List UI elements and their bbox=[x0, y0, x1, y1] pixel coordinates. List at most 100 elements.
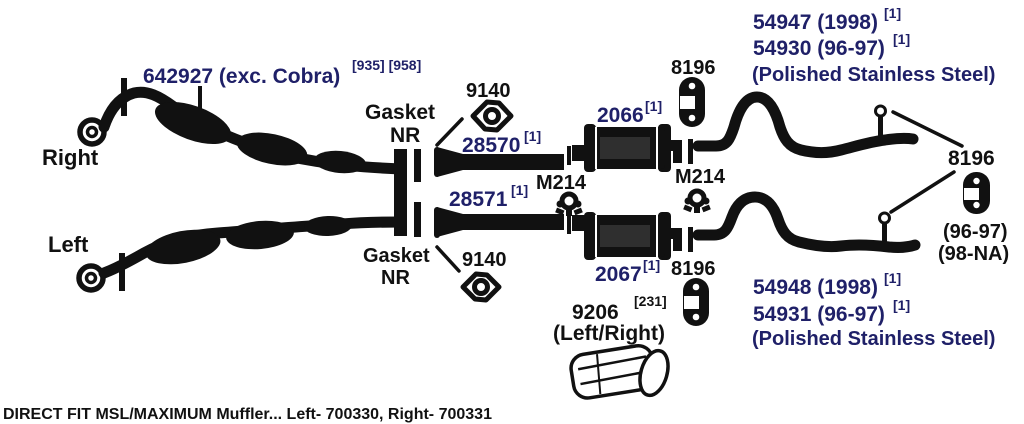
clamp-ring bbox=[559, 191, 579, 211]
clamp-stub bbox=[566, 208, 572, 216]
catalytic-converter-bulge bbox=[145, 229, 221, 265]
part-label-9140-top: 9140 bbox=[466, 80, 511, 102]
outlet-tick bbox=[688, 227, 693, 252]
right-exhaust-bank bbox=[77, 78, 407, 175]
clamp-label-m214-left: M214 bbox=[536, 172, 587, 194]
hanger-pin-ball bbox=[874, 104, 887, 118]
muffler-outlet bbox=[667, 140, 682, 151]
part-label-8196-top: 8196 bbox=[671, 57, 716, 79]
leader-line bbox=[889, 170, 956, 214]
pipe-body bbox=[463, 154, 564, 170]
part-label-54948-sup: [1] bbox=[884, 270, 901, 286]
leader-line bbox=[435, 245, 461, 273]
resonator-bulge bbox=[314, 150, 366, 174]
part-label-8196-right: 8196 bbox=[948, 147, 995, 170]
part-label-8196-mid: 8196 bbox=[671, 258, 716, 280]
flange-tick bbox=[119, 253, 125, 291]
muffler-inlet-nipple bbox=[572, 215, 586, 231]
hanger-window bbox=[964, 188, 979, 200]
part-label-2066-sup: [1] bbox=[645, 98, 662, 114]
clamp-icon-m214-left bbox=[555, 191, 583, 216]
clamp-stub bbox=[694, 205, 700, 213]
hanger-icon-8196-top bbox=[679, 77, 705, 127]
left-flange-bolt-hole-icon bbox=[84, 271, 98, 285]
muffler-inlet-nipple bbox=[572, 145, 586, 161]
clamp-foot bbox=[573, 207, 583, 216]
hanger-pin-ball bbox=[878, 211, 891, 225]
heatshield-end-oval bbox=[638, 348, 670, 398]
left-cat-pipe bbox=[98, 216, 407, 279]
muffler-seam bbox=[595, 127, 597, 169]
resonator-bulge bbox=[304, 215, 352, 237]
heatshield-icon-9206 bbox=[569, 343, 670, 400]
part-label-54931: 54931 (96-97) bbox=[753, 303, 885, 326]
part-label-54930-sup: [1] bbox=[893, 31, 910, 47]
muffler-body-sheen bbox=[600, 137, 650, 159]
outlet-tick bbox=[688, 139, 693, 164]
part-label-28571: 28571 bbox=[449, 188, 508, 211]
leader-lines bbox=[435, 110, 964, 273]
part-label-9206-note: (Left/Right) bbox=[553, 322, 665, 345]
left-exhaust-bank bbox=[76, 215, 407, 293]
muffler-body-sheen bbox=[600, 225, 650, 247]
hanger-window bbox=[684, 296, 699, 309]
muffler-outlet bbox=[667, 228, 682, 239]
hanger-icon-8196-right bbox=[963, 172, 990, 214]
clamp-icon-m214-right bbox=[683, 188, 711, 213]
muffler-seam bbox=[656, 215, 658, 257]
tailpipe-lower bbox=[692, 191, 921, 253]
gasket-bottom-label: Gasket bbox=[363, 245, 430, 267]
hanger-window bbox=[680, 96, 695, 109]
junction-tick bbox=[414, 202, 421, 237]
part-label-54947-sup: [1] bbox=[884, 5, 901, 21]
part-label-642927-sup: [935] [958] bbox=[352, 57, 421, 73]
pipe-body bbox=[463, 214, 564, 230]
hanger-hole bbox=[688, 114, 696, 122]
part-label-54931-sup: [1] bbox=[893, 297, 910, 313]
gasket-icon-9140-bottom bbox=[460, 271, 502, 303]
clamp-lobe bbox=[702, 197, 710, 205]
junction-tick bbox=[414, 149, 421, 182]
intermediate-pipe-28571 bbox=[434, 207, 586, 238]
part-label-2067-sup: [1] bbox=[643, 257, 660, 273]
hanger-hole bbox=[692, 313, 700, 321]
finish-note-bottom: (Polished Stainless Steel) bbox=[752, 328, 995, 350]
catalytic-converter-bulge bbox=[226, 220, 294, 250]
clamp-label-m214-right: M214 bbox=[675, 166, 726, 188]
part-label-54930: 54930 (96-97) bbox=[753, 37, 885, 60]
right-flange-bolt-hole-icon bbox=[85, 125, 99, 139]
part-label-642927: 642927 (exc. Cobra) bbox=[143, 65, 340, 88]
clamp-foot bbox=[683, 204, 693, 213]
part-label-54948: 54948 (1998) bbox=[753, 276, 878, 299]
side-label-left: Left bbox=[48, 232, 89, 257]
heatshield-rib bbox=[596, 354, 602, 395]
part-label-9140-bottom: 9140 bbox=[462, 249, 507, 271]
clamp-ring bbox=[687, 188, 707, 208]
gasket-hole bbox=[472, 278, 490, 296]
part-label-54947: 54947 (1998) bbox=[753, 11, 878, 34]
muffler-outlet bbox=[673, 239, 682, 251]
heatshield-slat bbox=[580, 370, 649, 386]
side-label-right: Right bbox=[42, 145, 99, 170]
muffler-outlet bbox=[673, 151, 682, 163]
muffler-seam bbox=[595, 215, 597, 257]
part-label-28570: 28570 bbox=[462, 134, 520, 157]
part-label-2067: 2067 bbox=[595, 263, 642, 286]
junction-flange-bar bbox=[394, 149, 407, 236]
catalytic-converter-bulge bbox=[154, 101, 232, 145]
hanger-pin-rod bbox=[882, 223, 887, 242]
gasket-bottom-label-nr: NR bbox=[381, 267, 410, 289]
clamp-foot bbox=[555, 207, 565, 216]
clamp-lobe bbox=[684, 197, 692, 205]
part-label-9206: 9206 bbox=[572, 301, 619, 324]
leader-line bbox=[435, 117, 464, 147]
tailpipe-lower-pipe bbox=[692, 191, 921, 253]
clamp-lobe bbox=[574, 200, 582, 208]
hanger-hole bbox=[973, 177, 980, 185]
pipe-tick bbox=[567, 215, 571, 234]
hanger-icon-8196-mid bbox=[683, 278, 709, 326]
part-label-9206-sup: [231] bbox=[634, 293, 667, 309]
heatshield-slat bbox=[577, 355, 647, 371]
clamp-lobe bbox=[556, 200, 564, 208]
